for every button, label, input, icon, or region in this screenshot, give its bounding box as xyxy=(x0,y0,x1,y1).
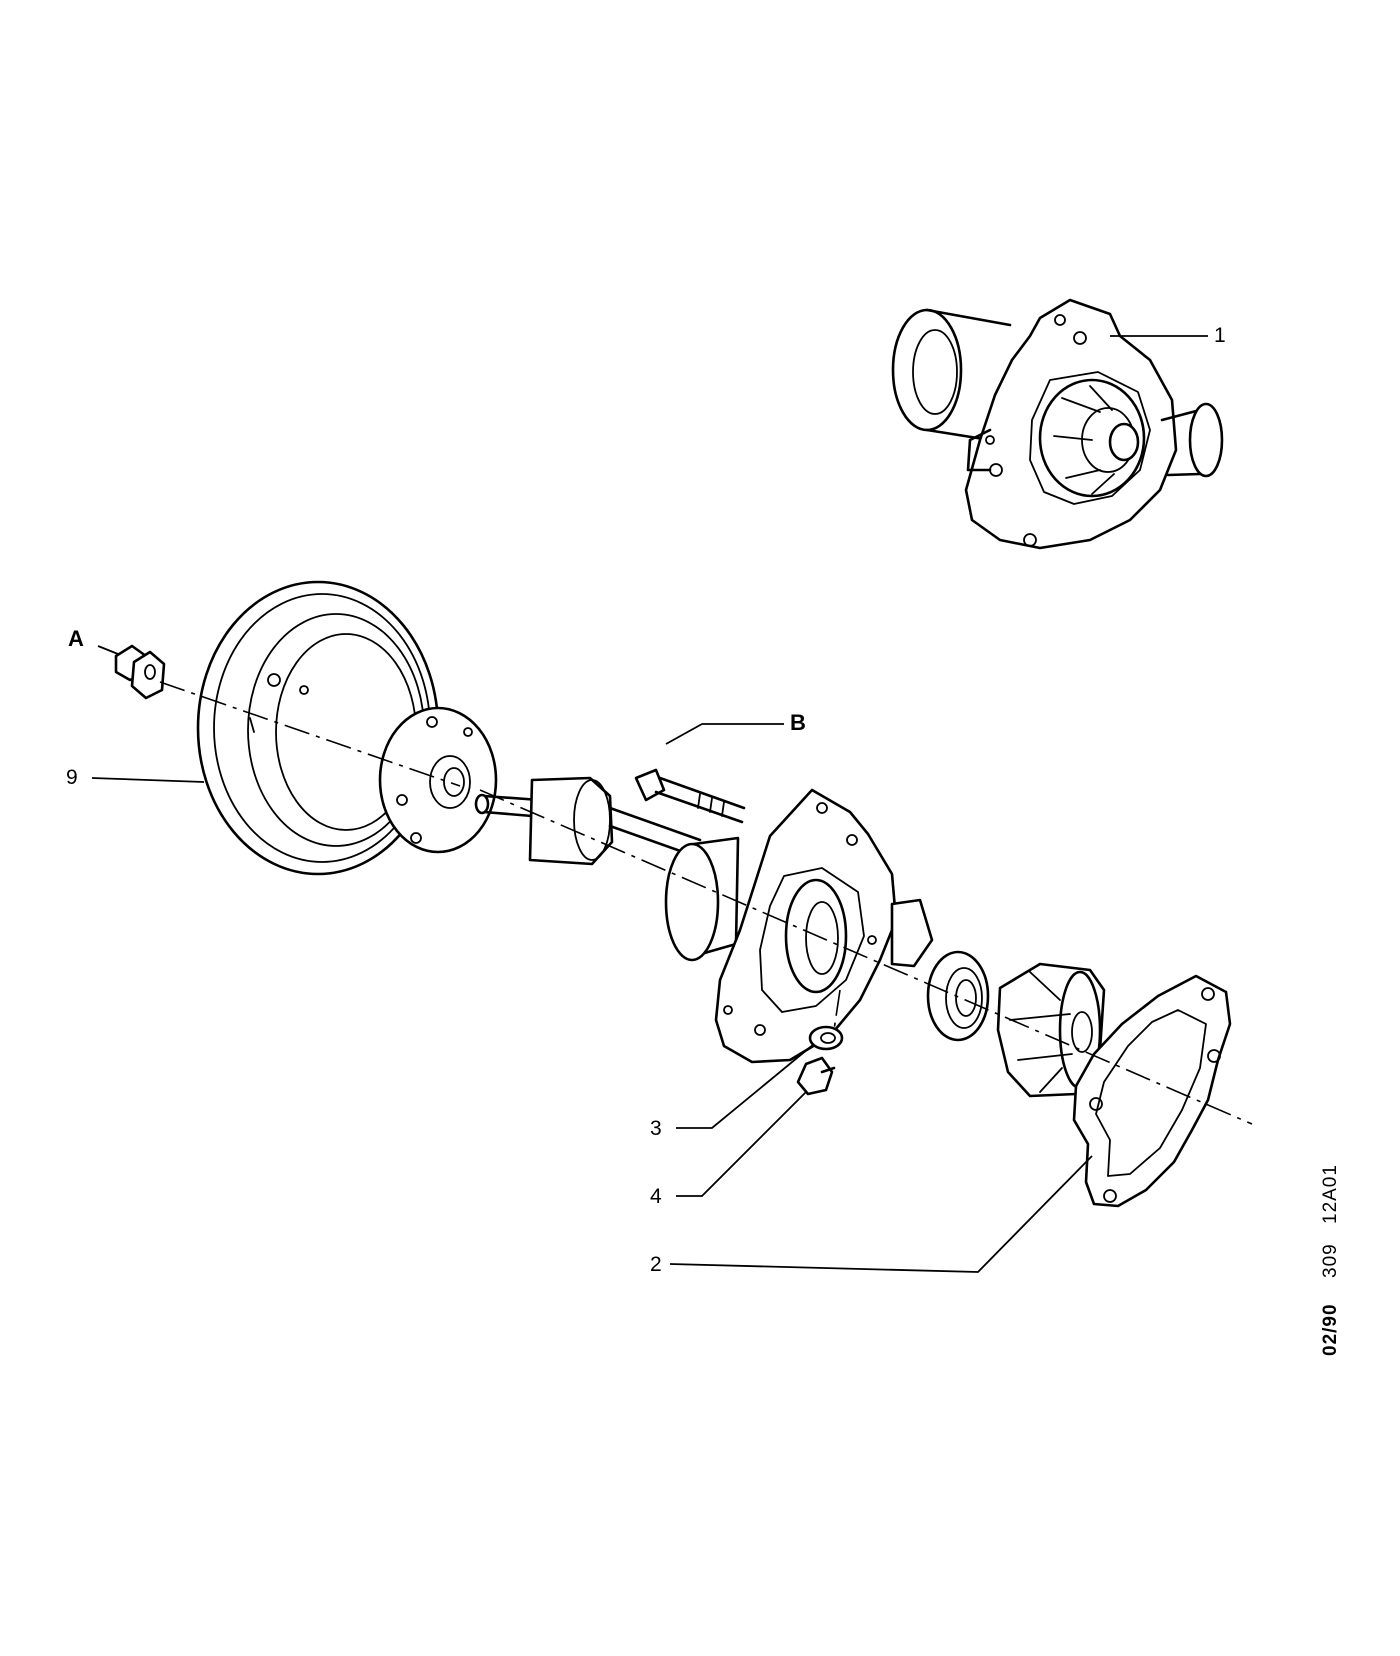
pump-body xyxy=(664,788,934,1064)
bolt-b xyxy=(634,768,746,824)
assembled-water-pump xyxy=(891,298,1224,550)
reference-date: 02/90 xyxy=(1320,1303,1341,1356)
fitting-a xyxy=(114,644,166,700)
leader-a xyxy=(97,645,119,655)
leader-2 xyxy=(669,1155,1093,1273)
reference-code: 02/90 309 12A01 xyxy=(1320,1164,1341,1356)
assembly-axis xyxy=(159,681,1253,1125)
leader-3 xyxy=(676,1043,815,1129)
callout-a: A xyxy=(68,626,84,651)
callout-1: 1 xyxy=(1214,324,1226,347)
callout-9: 9 xyxy=(66,766,78,789)
reference-code-1: 309 xyxy=(1320,1243,1341,1278)
leader-9 xyxy=(91,777,205,783)
callout-4: 4 xyxy=(650,1185,662,1208)
hub-flange xyxy=(378,706,498,854)
leader-b xyxy=(665,723,784,745)
callout-2: 2 xyxy=(650,1253,662,1276)
leader-4 xyxy=(676,1091,807,1197)
callout-b: B xyxy=(790,710,806,735)
shaft-bearing xyxy=(474,776,702,866)
washer xyxy=(808,1025,844,1051)
callout-3: 3 xyxy=(650,1117,662,1140)
reference-code-2: 12A01 xyxy=(1320,1164,1341,1224)
screw-axis xyxy=(833,989,841,1031)
gasket xyxy=(1072,974,1232,1208)
screw xyxy=(796,1056,836,1096)
